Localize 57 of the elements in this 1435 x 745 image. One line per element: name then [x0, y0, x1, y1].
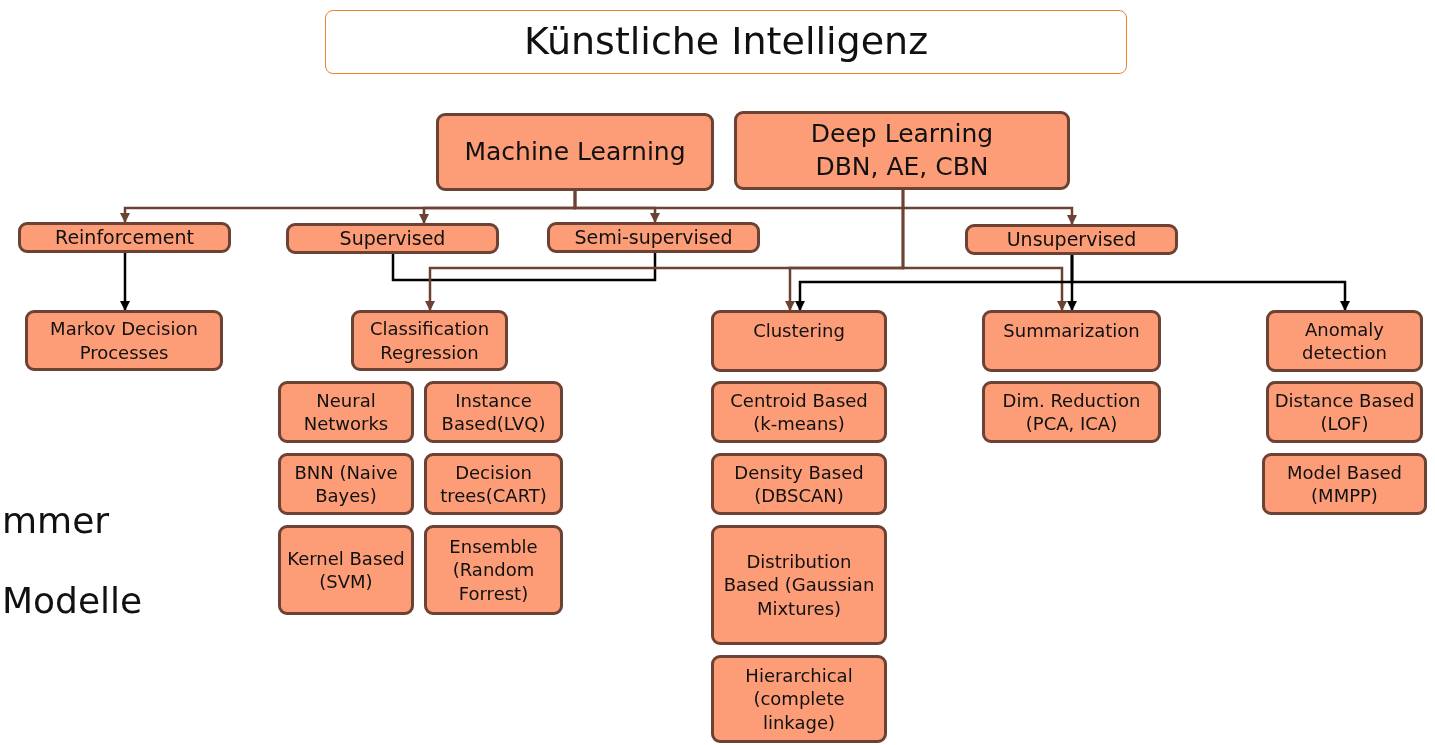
node-text: Kernel Based (SVM) [286, 546, 406, 594]
node-text: Machine Learning [464, 135, 686, 168]
node-text: Unsupervised [1006, 227, 1137, 252]
title-box [325, 10, 1127, 74]
category-box [982, 310, 1161, 372]
node-text: Neural Networks [302, 388, 390, 436]
category-box [547, 222, 760, 253]
category-box [18, 222, 231, 253]
category-box [982, 381, 1161, 443]
category-box [278, 381, 414, 443]
node-text: BNN (Naive Bayes) [293, 460, 399, 508]
node-text: DBN, AE, CBN [815, 150, 989, 183]
node-text: Classification Regression [368, 317, 491, 364]
node-text: Künstliche Intelligenz [523, 18, 929, 66]
category-box [711, 525, 887, 645]
node-text: Anomaly detection [1301, 317, 1388, 365]
slide-text: mmer [2, 500, 110, 541]
connector-arrow [1070, 255, 1350, 311]
category-box [711, 655, 887, 743]
node-text: Distance Based (LOF) [1273, 388, 1416, 436]
node-text: Instance Based(LVQ) [440, 388, 547, 436]
category-box [424, 453, 563, 515]
category-box [734, 111, 1070, 190]
category-box [1266, 310, 1423, 372]
node-text: Dim. Reduction (PCA, ICA) [1001, 388, 1142, 436]
category-box [436, 113, 714, 191]
category-box [351, 310, 508, 371]
node-text: Centroid Based (k-means) [729, 388, 869, 436]
node-text: Markov Decision Processes [49, 317, 199, 364]
category-box [711, 310, 887, 372]
node-text: Summarization [1003, 319, 1140, 343]
connector-arrow [901, 190, 1067, 311]
node-text: Supervised [339, 226, 446, 251]
slide-text: Modelle [2, 580, 143, 621]
category-box [278, 453, 414, 515]
category-box [1262, 453, 1427, 515]
node-text: Model Based (MMPP) [1286, 460, 1403, 508]
node-text: Decision trees(CART) [439, 460, 548, 508]
category-box [25, 310, 223, 371]
node-text: Reinforcement [55, 225, 194, 250]
node-text: Deep Learning [810, 118, 994, 150]
category-box [1266, 381, 1423, 443]
node-text: Hierarchical (complete linkage) [744, 663, 854, 735]
node-text: Ensemble (Random Forrest) [448, 534, 539, 606]
category-box [286, 223, 499, 254]
category-box [424, 381, 563, 443]
node-text: Distribution Based (Gaussian Mixtures) [722, 549, 876, 621]
category-box [711, 381, 887, 443]
node-text: Clustering [753, 319, 845, 343]
connector-arrow [573, 191, 1077, 225]
category-box [424, 525, 563, 615]
category-box [711, 453, 887, 515]
node-text: Semi-supervised [574, 225, 733, 250]
connector-arrow [120, 253, 130, 311]
category-box [965, 224, 1178, 255]
node-text: Density Based (DBSCAN) [733, 460, 865, 508]
category-box [278, 525, 414, 615]
